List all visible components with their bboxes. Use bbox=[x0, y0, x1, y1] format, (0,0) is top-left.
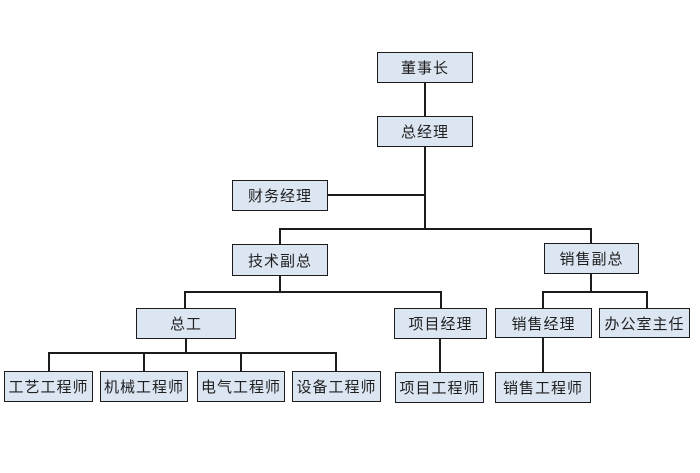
org-node-electrical-engineer: 电气工程师 bbox=[197, 371, 285, 402]
org-node-sales-manager: 销售经理 bbox=[495, 308, 592, 338]
connector-vp-split bbox=[280, 228, 592, 230]
org-node-chief-engineer: 总工 bbox=[136, 308, 236, 339]
connector-chief-engineer-down bbox=[185, 339, 187, 353]
connector-drop-tech-vp bbox=[279, 228, 281, 244]
org-node-project-engineer: 项目工程师 bbox=[395, 372, 484, 403]
connector-gm-trunk bbox=[424, 147, 426, 229]
connector-drop-sales-manager bbox=[542, 291, 544, 308]
connector-drop-office-director bbox=[646, 291, 648, 308]
connector-drop-mechanical-engineer bbox=[143, 352, 145, 371]
connector-drop-process-engineer bbox=[48, 352, 50, 371]
org-node-equipment-engineer: 设备工程师 bbox=[292, 371, 381, 402]
org-node-tech-vp: 技术副总 bbox=[232, 244, 328, 276]
org-node-sales-engineer: 销售工程师 bbox=[495, 372, 591, 403]
connector-tech-vp-down bbox=[279, 276, 281, 292]
connector-sm-sales-engineer bbox=[542, 338, 544, 372]
connector-tech-split bbox=[185, 291, 442, 293]
org-node-finance-manager: 财务经理 bbox=[232, 180, 328, 211]
connector-finance-branch bbox=[328, 194, 425, 196]
org-node-office-director: 办公室主任 bbox=[599, 308, 690, 338]
connector-sales-vp-down bbox=[590, 274, 592, 292]
connector-sales-split bbox=[543, 291, 648, 293]
org-node-process-engineer: 工艺工程师 bbox=[4, 371, 93, 402]
org-node-project-manager: 项目经理 bbox=[394, 308, 487, 339]
connector-pm-project-engineer bbox=[439, 339, 441, 372]
connector-drop-electrical-engineer bbox=[240, 352, 242, 371]
org-node-mechanical-engineer: 机械工程师 bbox=[100, 371, 188, 402]
connector-chairman-gm bbox=[424, 83, 426, 116]
org-node-sales-vp: 销售副总 bbox=[544, 243, 639, 274]
connector-drop-equipment-engineer bbox=[335, 352, 337, 371]
org-node-general-manager: 总经理 bbox=[377, 116, 473, 147]
connector-drop-chief-engineer bbox=[184, 291, 186, 308]
connector-drop-sales-vp bbox=[590, 228, 592, 243]
org-node-chairman: 董事长 bbox=[377, 52, 473, 83]
connector-drop-project-manager bbox=[440, 291, 442, 308]
connector-engineer-split bbox=[49, 352, 337, 354]
